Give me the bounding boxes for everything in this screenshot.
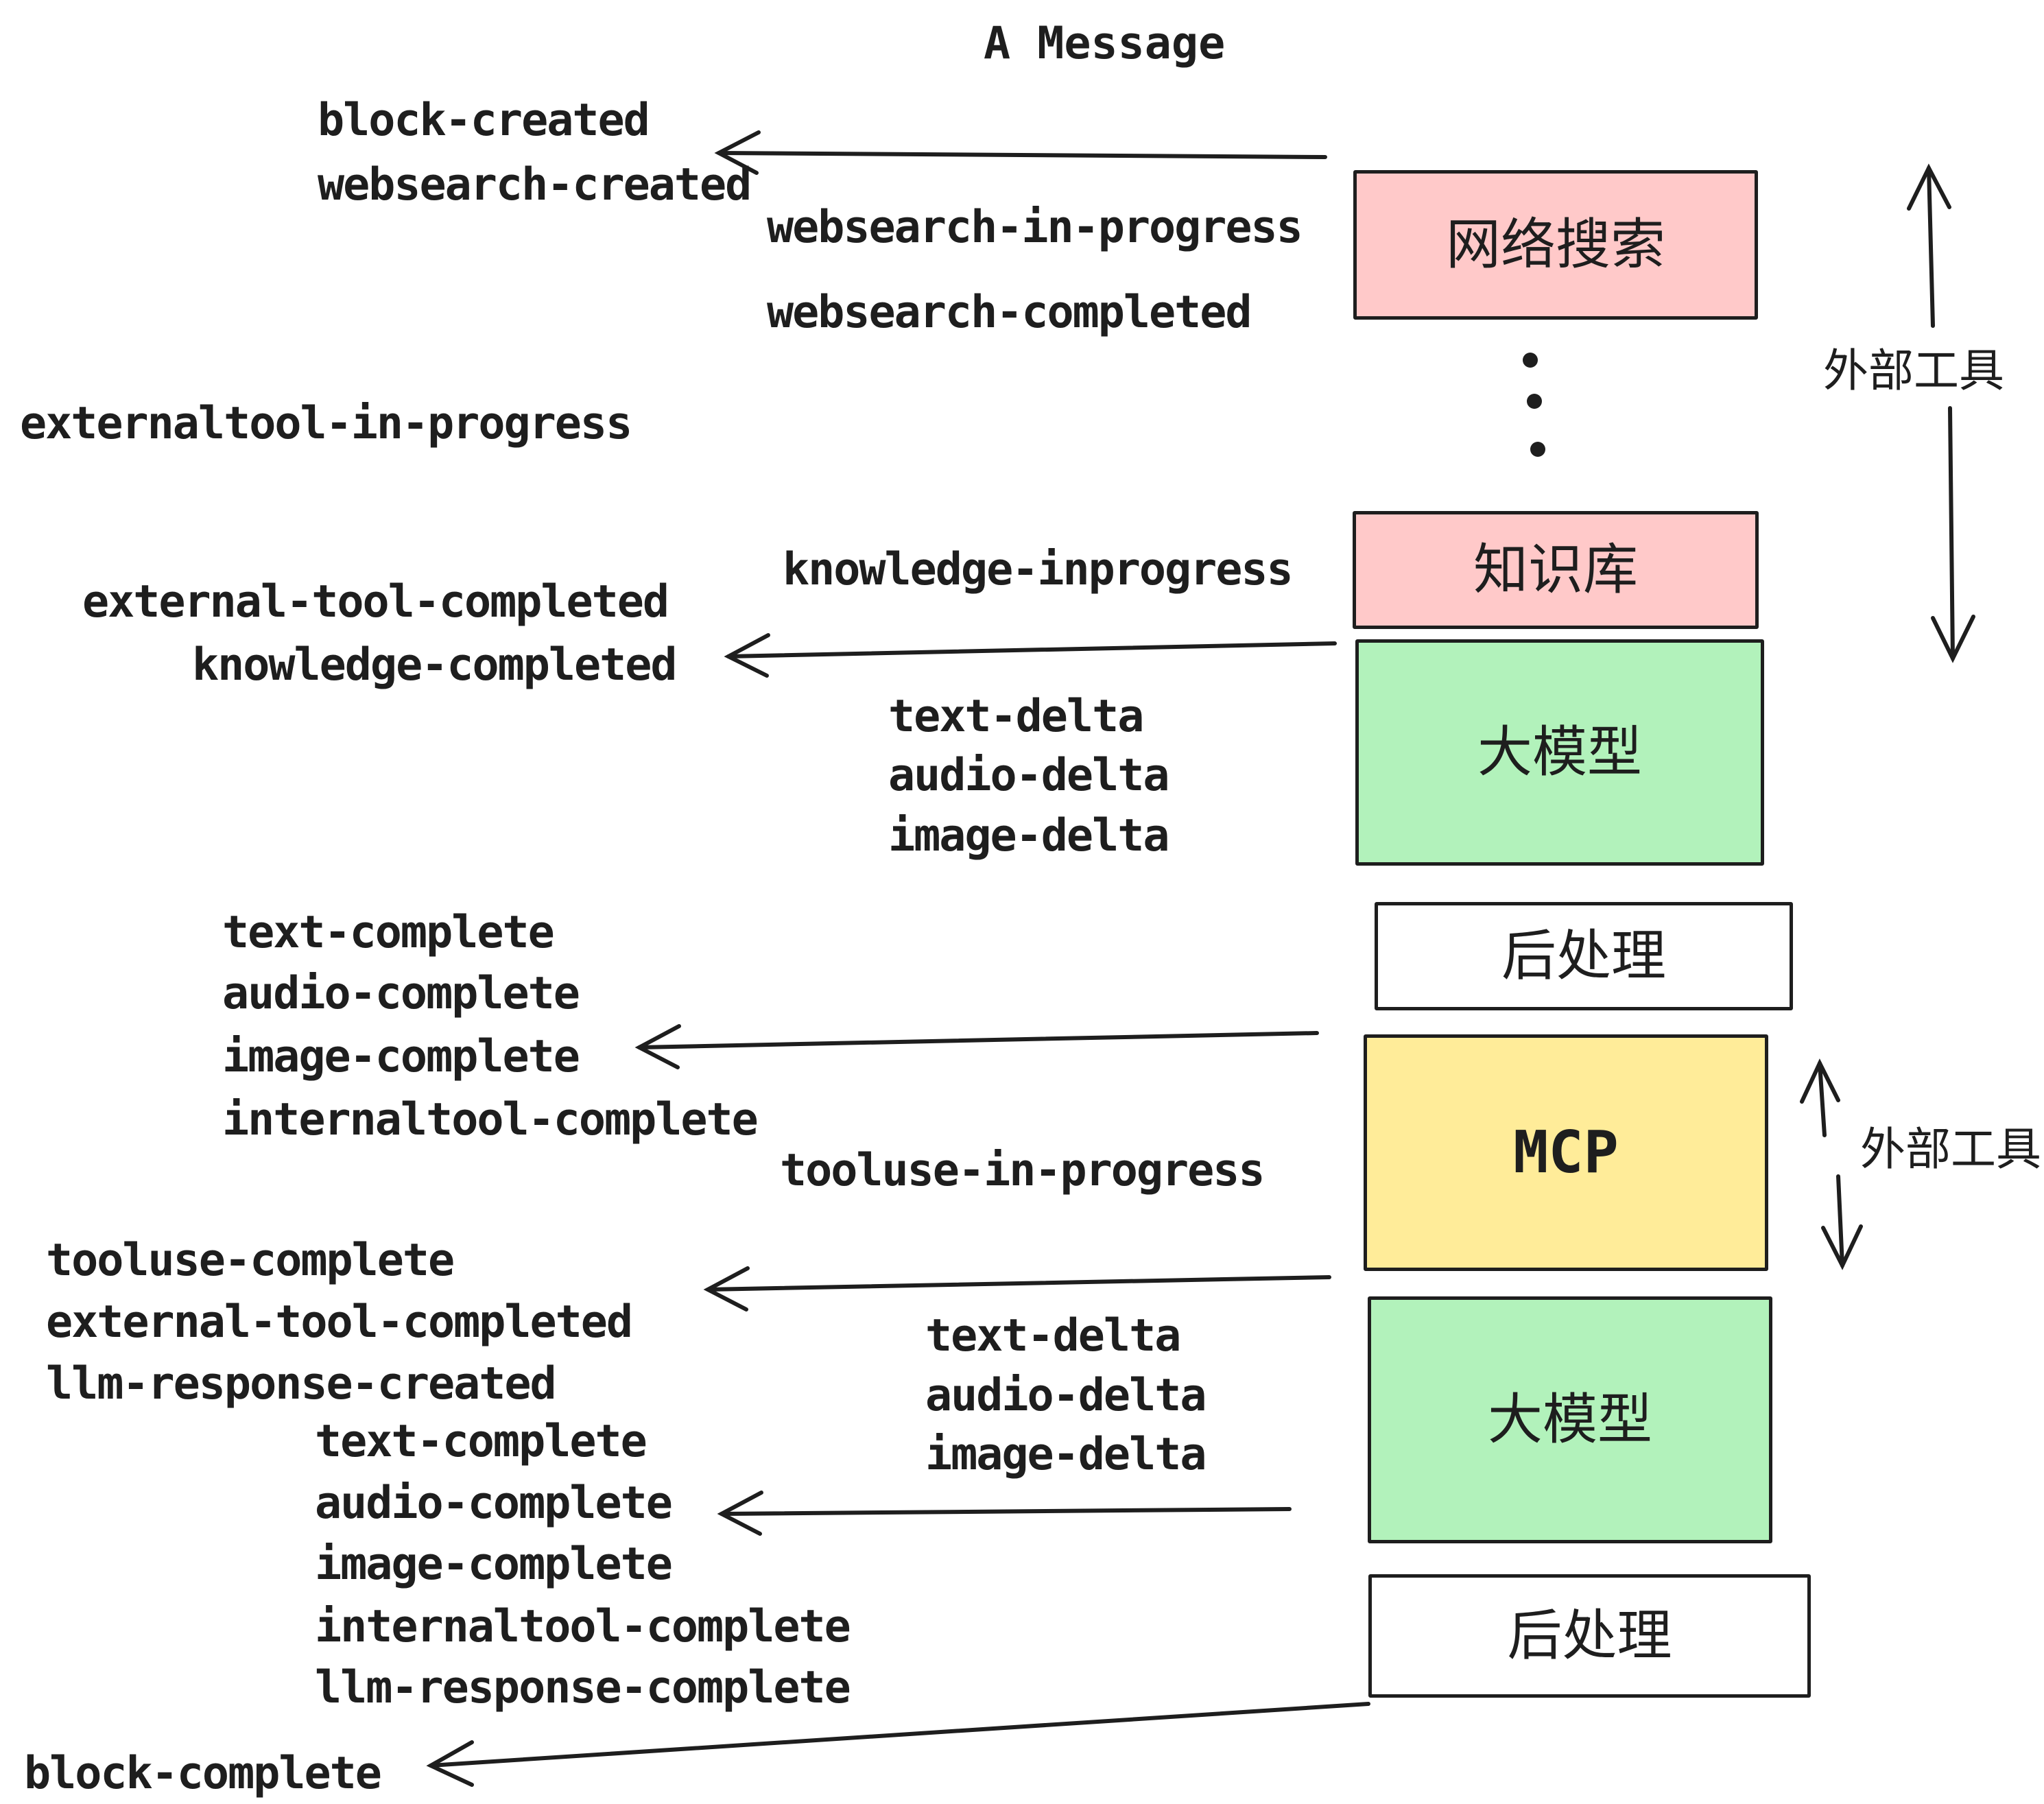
node-postprocess-2-label: 后处理	[1507, 1604, 1672, 1667]
event-label-websearch-created: websearch-created	[318, 159, 752, 211]
event-label-image-complete: image-complete	[222, 1031, 580, 1082]
node-mcp-label: MCP	[1513, 1119, 1619, 1187]
arrow-left-icon	[703, 1266, 1331, 1312]
annotation-external-tools-top: 外部工具	[1823, 344, 2004, 397]
event-label-internaltool-complete: internaltool-complete	[222, 1094, 759, 1146]
node-llm-2: 大模型	[1368, 1296, 1772, 1543]
arrow-up-icon	[1907, 163, 1951, 328]
annotation-external-tools-bottom: 外部工具	[1860, 1123, 2041, 1176]
event-label-audio-delta: audio-delta	[888, 750, 1169, 801]
arrow-up-icon	[1800, 1058, 1840, 1137]
diagram-title: A Message	[984, 18, 1226, 69]
event-label-llm-response-complete: llm-response-complete	[315, 1662, 851, 1713]
event-label-websearch-completed: websearch-completed	[767, 287, 1252, 338]
arrow-down-icon	[1821, 1174, 1863, 1270]
event-label-audio-complete: audio-complete	[222, 968, 580, 1019]
node-postprocess-1-label: 后处理	[1501, 924, 1666, 988]
node-websearch: 网络搜索	[1353, 170, 1758, 320]
node-knowledge-label: 知识库	[1473, 538, 1638, 602]
event-label-external-tool-completed-2: external-tool-completed	[46, 1296, 633, 1348]
event-label-knowledge-completed: knowledge-completed	[192, 639, 678, 691]
event-label-llm-response-created: llm-response-created	[46, 1358, 557, 1410]
arrow-down-icon	[1931, 406, 1975, 663]
node-llm-1: 大模型	[1355, 639, 1764, 866]
event-label-audio-delta-2: audio-delta	[925, 1370, 1207, 1421]
event-label-block-created: block-created	[318, 95, 650, 146]
event-label-tooluse-in-progress: tooluse-in-progress	[780, 1145, 1265, 1196]
event-label-image-complete-2: image-complete	[315, 1539, 673, 1590]
node-mcp: MCP	[1364, 1034, 1768, 1271]
event-label-audio-complete-2: audio-complete	[315, 1477, 673, 1529]
event-label-text-delta-2: text-delta	[925, 1310, 1181, 1362]
node-llm-1-label: 大模型	[1477, 720, 1642, 784]
arrow-left-icon	[714, 130, 1327, 175]
event-label-image-delta: image-delta	[888, 810, 1169, 862]
node-websearch-label: 网络搜索	[1446, 213, 1665, 276]
node-postprocess-2: 后处理	[1368, 1574, 1811, 1698]
event-label-text-complete: text-complete	[222, 907, 555, 958]
event-label-internaltool-complete-2: internaltool-complete	[315, 1601, 851, 1652]
event-label-image-delta-2: image-delta	[925, 1429, 1207, 1480]
arrow-left-icon	[717, 1491, 1292, 1536]
node-knowledge: 知识库	[1353, 511, 1759, 629]
event-label-websearch-in-progress: websearch-in-progress	[767, 202, 1303, 253]
event-label-external-tool-completed: external-tool-completed	[82, 576, 669, 628]
event-label-text-delta: text-delta	[888, 691, 1144, 742]
event-label-text-complete-2: text-complete	[315, 1416, 647, 1467]
event-label-knowledge-inprogress: knowledge-inprogress	[783, 544, 1294, 595]
ellipsis-dots-icon	[1523, 353, 1545, 457]
event-label-externaltool-in-progress: externaltool-in-progress	[20, 398, 632, 449]
node-postprocess-1: 后处理	[1375, 902, 1793, 1010]
arrow-left-icon	[634, 1024, 1319, 1069]
event-label-block-complete: block-complete	[24, 1748, 382, 1799]
event-label-tooluse-complete: tooluse-complete	[46, 1235, 455, 1286]
arrow-left-icon	[724, 633, 1337, 678]
node-llm-2-label: 大模型	[1488, 1388, 1652, 1451]
